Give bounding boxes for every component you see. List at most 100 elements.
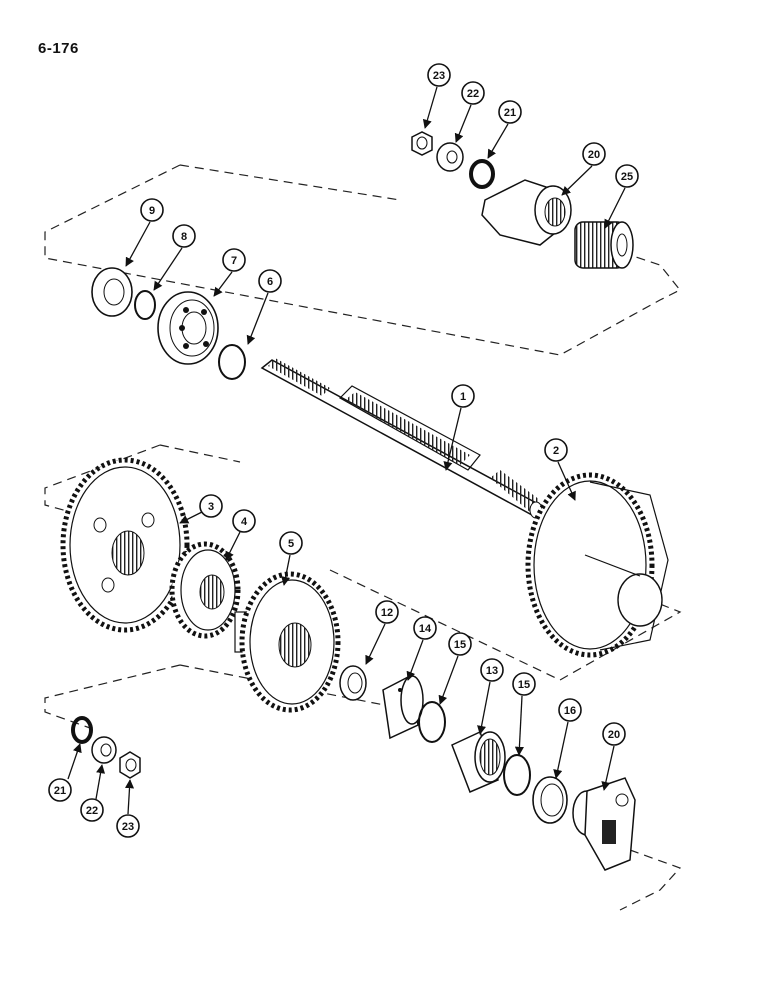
callout-circle: [48, 778, 72, 802]
thrust-washer-12: [339, 665, 367, 701]
callout-circle: [544, 438, 568, 462]
nut-23-top: [411, 131, 433, 156]
callout-circle: [448, 632, 472, 656]
callout-c22b: 22: [80, 798, 104, 822]
callout-c8: 8: [172, 224, 196, 248]
seal-ring-21-bottom: [71, 716, 93, 744]
callout-label: 23: [122, 821, 134, 833]
callout-circle: [258, 269, 282, 293]
callout-circle: [232, 509, 256, 533]
group-outline-upper: [44, 164, 681, 356]
callout-label: 21: [504, 107, 516, 119]
callout-c15b: 15: [512, 672, 536, 696]
callout-label: 5: [288, 538, 294, 550]
callout-c5: 5: [279, 531, 303, 555]
callout-c20a: 20: [582, 142, 606, 166]
callout-c15a: 15: [448, 632, 472, 656]
callout-label: 8: [181, 231, 187, 243]
washer-22-top: [436, 142, 464, 172]
callout-circle: [413, 616, 437, 640]
callout-label: 2: [553, 445, 559, 457]
callout-c21b: 21: [48, 778, 72, 802]
callout-circle: [498, 100, 522, 124]
callout-c7: 7: [222, 248, 246, 272]
callout-c13: 13: [480, 658, 504, 682]
seal-16: [532, 776, 568, 824]
callout-c3: 3: [199, 494, 223, 518]
page-number: 6-176: [38, 40, 79, 57]
callout-c1: 1: [451, 384, 475, 408]
yoke-flange-20-top: [481, 179, 572, 246]
callout-circle: [480, 658, 504, 682]
callout-circle: [558, 698, 582, 722]
callout-circle: [375, 600, 399, 624]
callout-c16: 16: [558, 698, 582, 722]
callout-label: 9: [149, 205, 155, 217]
callout-c2: 2: [544, 438, 568, 462]
callout-circle: [582, 142, 606, 166]
callout-circle: [116, 814, 140, 838]
coupler-25: [574, 221, 634, 269]
callout-circle: [279, 531, 303, 555]
callout-circle: [140, 198, 164, 222]
large-gear-2: [525, 472, 669, 658]
callout-label: 13: [486, 665, 498, 677]
cluster-gear-5: [234, 571, 341, 713]
callout-c23b: 23: [116, 814, 140, 838]
callout-label: 3: [208, 501, 214, 513]
callout-circle: [602, 722, 626, 746]
nut-23-bottom: [119, 751, 141, 779]
callout-label: 23: [433, 70, 445, 82]
callout-label: 20: [608, 729, 620, 741]
callout-label: 15: [518, 679, 530, 691]
callout-circle: [172, 224, 196, 248]
callout-label: 6: [267, 276, 273, 288]
gear-4: [169, 541, 241, 639]
callout-circle: [427, 63, 451, 87]
callout-label: 20: [588, 149, 600, 161]
callout-label: 22: [86, 805, 98, 817]
callout-c6: 6: [258, 269, 282, 293]
callout-c4: 4: [232, 509, 256, 533]
callout-c23a: 23: [427, 63, 451, 87]
leader-arrows: [67, 86, 626, 815]
gear-3: [60, 457, 190, 633]
callout-circle: [199, 494, 223, 518]
callout-c22a: 22: [461, 81, 485, 105]
callout-circle: [461, 81, 485, 105]
callout-c12: 12: [375, 600, 399, 624]
callout-label: 25: [621, 171, 633, 183]
needle-bearing-13: [451, 730, 506, 793]
washer-22-bottom: [91, 736, 117, 764]
callout-label: 22: [467, 88, 479, 100]
callout-label: 7: [231, 255, 237, 267]
callout-circle: [80, 798, 104, 822]
snap-ring-6: [218, 344, 246, 380]
callout-c14: 14: [413, 616, 437, 640]
callout-c9: 9: [140, 198, 164, 222]
callout-label: 15: [454, 639, 466, 651]
callout-label: 21: [54, 785, 66, 797]
seal-ring-21-top: [469, 159, 495, 189]
callout-label: 1: [460, 391, 466, 403]
ball-bearing-7: [157, 291, 219, 365]
yoke-flange-20-bottom: [572, 777, 636, 871]
callout-label: 4: [241, 516, 248, 528]
callout-c25: 25: [615, 164, 639, 188]
callout-label: 14: [419, 623, 432, 635]
sleeve-14: [382, 674, 424, 740]
callout-label: 12: [381, 607, 393, 619]
callout-circle: [615, 164, 639, 188]
snap-ring-15b: [503, 754, 531, 796]
callout-circle: [512, 672, 536, 696]
callout-c21a: 21: [498, 100, 522, 124]
callout-c20b: 20: [602, 722, 626, 746]
snap-ring-15a: [418, 701, 446, 743]
shaft-1: [260, 358, 543, 519]
callout-circle: [222, 248, 246, 272]
callout-circle: [451, 384, 475, 408]
callout-label: 16: [564, 705, 576, 717]
snap-ring-8: [134, 290, 156, 320]
